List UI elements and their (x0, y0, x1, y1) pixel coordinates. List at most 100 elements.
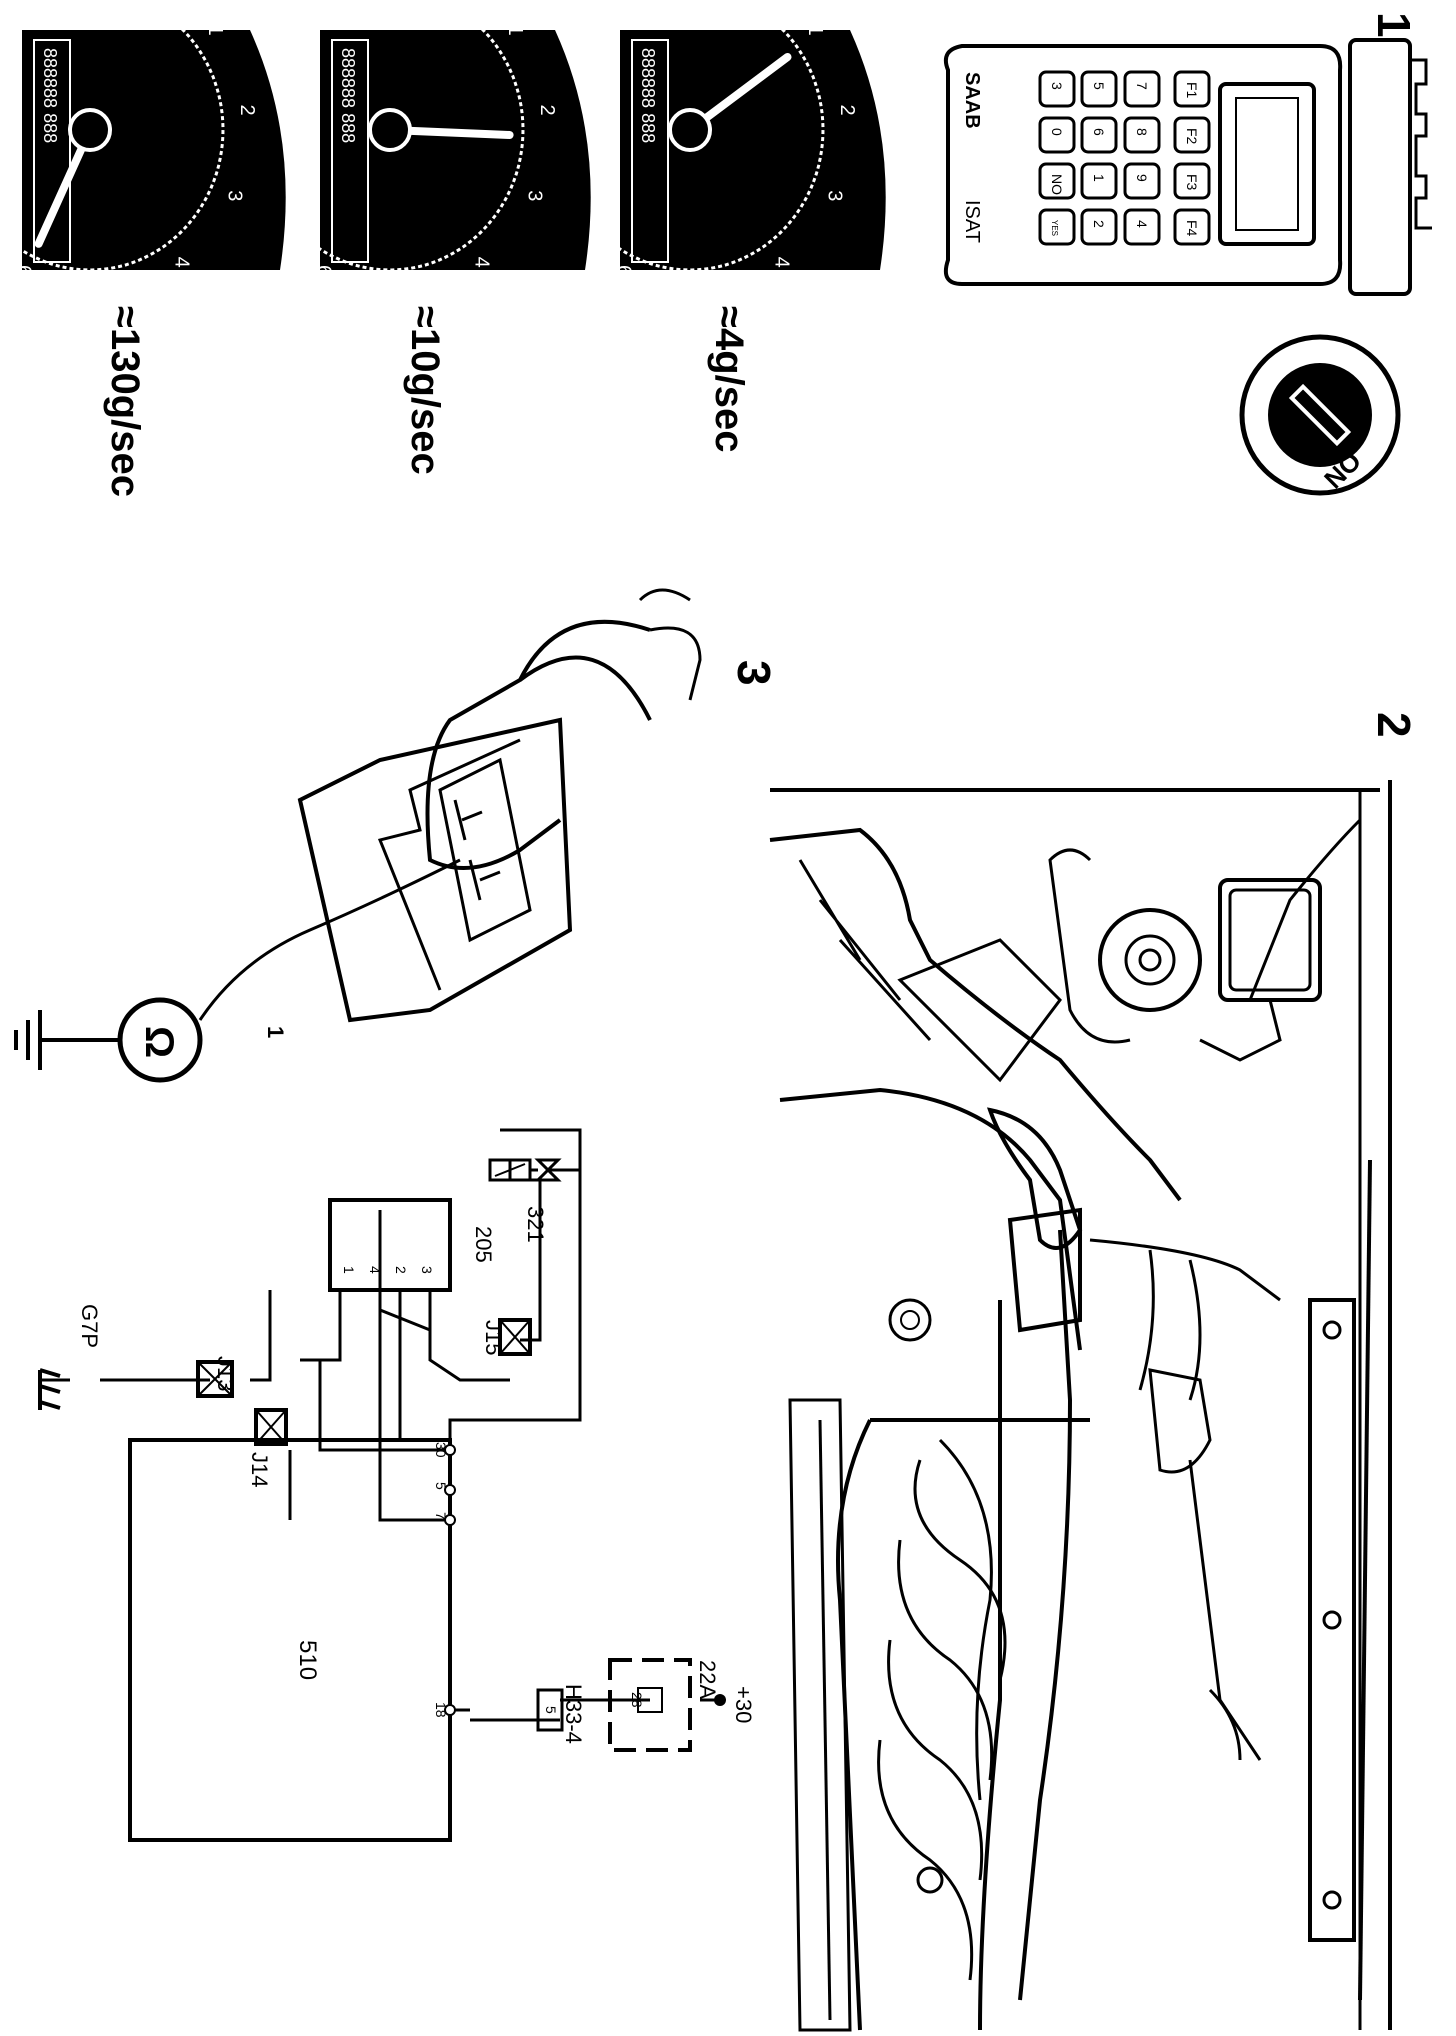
tester-key (1080, 162, 1118, 200)
gauge-scale-label: 2 (536, 105, 558, 116)
tester-key-label: F1 (1184, 82, 1200, 99)
sensor-205 (328, 1198, 452, 1292)
tester-key-label: 6 (1091, 128, 1107, 136)
gauge-scale-label: 2 (836, 105, 858, 116)
tester-key-label: 8 (1134, 128, 1150, 136)
relay-321: 321 (488, 1158, 580, 1243)
connector-h33 (536, 1688, 564, 1732)
junction-j14-label: J14 (247, 1452, 272, 1487)
step-3-label: 3 (728, 660, 780, 686)
gauge-odometer: 888888 888 (40, 48, 60, 143)
tester-key (1038, 116, 1076, 154)
gauge-scale-label: 1 (204, 25, 226, 36)
fuse-number: 28 (629, 1692, 645, 1708)
tester-key-label: 9 (1134, 174, 1150, 182)
sensor-pin-3: 3 (419, 1266, 435, 1274)
tester-key-label: 4 (1134, 220, 1150, 228)
connector-h33-label: H33-4 (561, 1684, 586, 1744)
gauge-scale-label: 2 (236, 105, 258, 116)
sensor-label: 205 (471, 1226, 496, 1263)
ecu-label: 510 (294, 1640, 321, 1680)
tester-key (1038, 70, 1076, 108)
tester-key-label: 2 (1091, 220, 1107, 228)
chassis-ground-icon (38, 1368, 61, 1410)
tester-key-label: 7 (1134, 82, 1150, 90)
tester-key (1123, 162, 1161, 200)
gauge-scale-label: 4 (471, 257, 493, 268)
ground-label: G7P (77, 1304, 102, 1348)
ground-icon (14, 1010, 42, 1070)
gauge-scale-label: 3 (824, 190, 846, 201)
ignition-switch: ON (1239, 334, 1401, 496)
supply-label: +30 (731, 1686, 756, 1723)
tester-key (1123, 70, 1161, 108)
connector-h33-pin: 5 (543, 1706, 559, 1714)
wiring-diagram: +30 22A 28 H33-4 5 510 18 5 7 30 205 1 4… (38, 1128, 756, 1842)
gauge-scale-label: 5 (93, 284, 115, 295)
tester-key (1038, 162, 1076, 200)
gauge-scale-arc (573, 0, 825, 272)
tester-key-label: F3 (1184, 174, 1200, 191)
gauge-scale-label: 6 (612, 265, 634, 276)
engine-bay-drawing (769, 780, 1392, 2032)
tester-model: ISAT (961, 200, 983, 243)
tester-key-label: 5 (1091, 82, 1107, 90)
step-2-label: 2 (1368, 712, 1420, 738)
tester-key (1080, 116, 1118, 154)
fuse (637, 1687, 663, 1713)
step-1-label: 1 (1368, 12, 1420, 38)
gauge-scale-arc (273, 0, 525, 272)
ecu-510 (128, 1438, 452, 1842)
tester-key-label: NO (1049, 174, 1065, 195)
gauge-odometer: 888888 888 (638, 48, 658, 143)
sensor-pin-4: 4 (367, 1266, 383, 1274)
ecu-pin-5: 5 (433, 1482, 449, 1490)
tester-key (1173, 162, 1211, 200)
tester-key (1173, 116, 1211, 154)
gauge-reading: ≈4g/sec (707, 306, 751, 452)
gauge-scale-label: 1 (804, 25, 826, 36)
connector-pin-1: 1 (263, 1026, 288, 1038)
gauges: 01234567 888888 888 ≈4g/sec 01234567 888… (0, 0, 886, 497)
ecu-pin-30: 30 (433, 1442, 449, 1458)
junction-j13-label: J13 (213, 1356, 238, 1391)
ecu-pin-7: 7 (433, 1512, 449, 1520)
gauge-reading: ≈130g/sec (103, 306, 147, 497)
gauge-scale-label: 3 (224, 190, 246, 201)
gauge-reading: ≈10g/sec (403, 306, 447, 475)
junction-j15: J15 (481, 1318, 532, 1356)
tester-key (1123, 116, 1161, 154)
gauge-scale-label: 4 (771, 257, 793, 268)
gauge-scale-label: 5 (393, 284, 415, 295)
gauge-1: 01234567 888888 888 ≈4g/sec (553, 0, 886, 452)
tester-key (1123, 208, 1161, 246)
gauge-3: 01234567 888888 888 ≈130g/sec (0, 0, 286, 497)
tester-key (1080, 70, 1118, 108)
gauge-2: 01234567 888888 888 ≈10g/sec (253, 0, 591, 475)
tester-key (1080, 208, 1118, 246)
tester-screen (1218, 82, 1316, 246)
gauge-scale-label: 1 (504, 25, 526, 36)
tester-key-label: F2 (1184, 128, 1200, 145)
fuse-box-label: 22A (695, 1660, 720, 1699)
relay-label: 321 (523, 1206, 548, 1243)
fuse-box (608, 1658, 692, 1752)
mass-airflow-connector: 1 Ω (14, 588, 702, 1083)
junction-j14: J14 (247, 1408, 288, 1487)
ecu-pin-18: 18 (433, 1702, 449, 1718)
sensor-pin-1: 1 (341, 1266, 357, 1274)
gauge-scale-label: 6 (312, 265, 334, 276)
gauge-odometer: 888888 888 (338, 48, 358, 143)
gauge-scale-label: 6 (12, 265, 34, 276)
tester-key (1038, 208, 1076, 246)
tester-key (1173, 70, 1211, 108)
gauge-scale-label: 5 (693, 284, 715, 295)
tester-key-label: F4 (1184, 220, 1200, 237)
tester-brand: SAAB (961, 72, 983, 129)
sensor-pin-2: 2 (393, 1266, 409, 1274)
gauge-scale-arc (0, 0, 225, 272)
junction-j13: J13 (196, 1356, 238, 1398)
